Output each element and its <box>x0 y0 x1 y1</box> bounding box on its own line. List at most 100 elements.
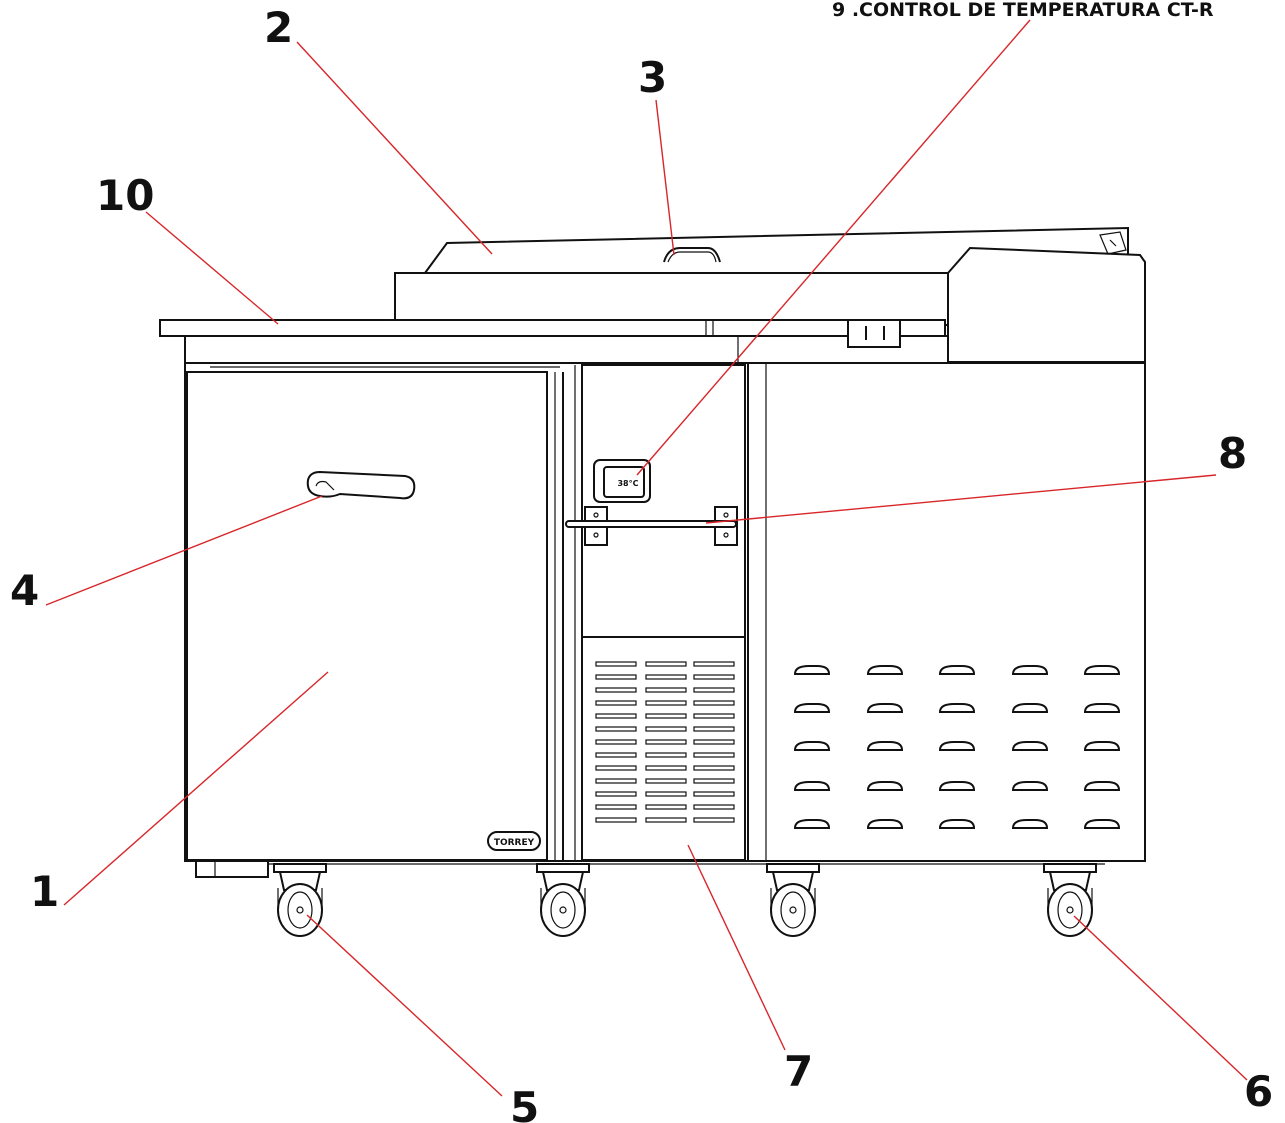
callout-6: 6 <box>1244 1067 1273 1116</box>
callout-1: 1 <box>30 867 59 916</box>
vent-slot <box>938 819 976 829</box>
vent-slot <box>938 741 976 751</box>
vent-slot <box>793 819 831 829</box>
callout-7: 7 <box>784 1047 813 1096</box>
base-foot-left <box>195 860 269 878</box>
vent-slot <box>1011 819 1049 829</box>
leader-9 <box>636 19 1031 476</box>
work-surface <box>159 319 949 364</box>
rail-bracket <box>847 319 901 348</box>
hood-hinge <box>1099 231 1127 255</box>
vent-slot <box>1083 665 1121 675</box>
vent-slot <box>938 781 976 791</box>
grille-slot <box>693 752 735 758</box>
lid-handle <box>663 247 721 263</box>
grille-slot <box>693 791 735 797</box>
lid-front-panel <box>394 272 951 326</box>
grille-slot <box>645 804 687 810</box>
door-panel <box>186 371 548 861</box>
grille-slot <box>595 765 637 771</box>
leader-3 <box>655 99 675 256</box>
grille-slot <box>693 661 735 667</box>
grille-slot <box>645 752 687 758</box>
grille-slots <box>595 661 735 823</box>
caster <box>1043 863 1097 937</box>
vent-slot <box>866 819 904 829</box>
vent-slot <box>938 665 976 675</box>
grille-slot <box>595 674 637 680</box>
vent-slot <box>1083 741 1121 751</box>
vent-slot <box>866 665 904 675</box>
callout-3: 3 <box>638 53 667 102</box>
vent-slot <box>1011 703 1049 713</box>
grille-slot <box>645 687 687 693</box>
leader-5 <box>306 914 503 1097</box>
caster <box>536 863 590 937</box>
towel-bar <box>565 520 737 528</box>
grille-slot <box>693 713 735 719</box>
vent-slot <box>938 703 976 713</box>
vent-slot <box>1011 741 1049 751</box>
grille-slot <box>595 817 637 823</box>
title-label: 9 .CONTROL DE TEMPERATURA CT-R <box>832 0 1214 21</box>
grille-slot <box>645 726 687 732</box>
grille-slot <box>693 817 735 823</box>
grille-slot <box>645 778 687 784</box>
vent-slot <box>1011 781 1049 791</box>
vent-slot <box>793 741 831 751</box>
grille-slot <box>693 674 735 680</box>
cabinet: TORREY 38°C <box>184 362 1146 862</box>
base <box>195 860 1105 878</box>
controller-display <box>603 466 645 498</box>
lid-assembly <box>394 226 1146 363</box>
grille-slot <box>645 817 687 823</box>
brand-plate-text: TORREY <box>494 838 535 848</box>
vent-slot <box>1083 703 1121 713</box>
grille-slot <box>693 765 735 771</box>
grille-slot <box>693 778 735 784</box>
vent-slots <box>793 665 1121 829</box>
vent-slot <box>793 703 831 713</box>
vent-slot <box>793 781 831 791</box>
vent-slot <box>1083 819 1121 829</box>
grille-slot <box>595 700 637 706</box>
grille-slot <box>595 713 637 719</box>
callout-8: 8 <box>1218 429 1247 478</box>
leader-lines <box>45 19 1248 1097</box>
grille-slot <box>645 674 687 680</box>
leader-10 <box>145 211 279 325</box>
grille-slot <box>645 765 687 771</box>
grille-slot <box>645 713 687 719</box>
leader-4 <box>45 495 323 606</box>
lid-handle-inner <box>667 251 717 263</box>
rear-hood <box>947 246 1146 363</box>
leader-7 <box>687 844 786 1051</box>
leader-6 <box>1073 915 1248 1081</box>
grille-slot <box>693 726 735 732</box>
vent-slot <box>866 741 904 751</box>
grille-slot <box>693 687 735 693</box>
vent-slot <box>866 781 904 791</box>
vent-slot <box>1011 665 1049 675</box>
grille-slot <box>595 726 637 732</box>
grille-slot <box>595 791 637 797</box>
vent-slot <box>866 703 904 713</box>
grille-slot <box>595 687 637 693</box>
leader-8 <box>705 474 1217 524</box>
right-side-panel <box>747 362 1146 862</box>
grille-slot <box>645 661 687 667</box>
grille-slot <box>645 791 687 797</box>
vent-slot <box>793 665 831 675</box>
grille-slot <box>693 739 735 745</box>
leader-1 <box>63 671 329 906</box>
grille-slot <box>595 661 637 667</box>
callout-10: 10 <box>96 171 154 220</box>
callout-5: 5 <box>510 1083 539 1123</box>
brand-plate-frame <box>487 831 541 851</box>
grille-slot <box>693 804 735 810</box>
leader-2 <box>296 41 493 255</box>
vent-slot <box>1083 781 1121 791</box>
grille-slot <box>595 804 637 810</box>
